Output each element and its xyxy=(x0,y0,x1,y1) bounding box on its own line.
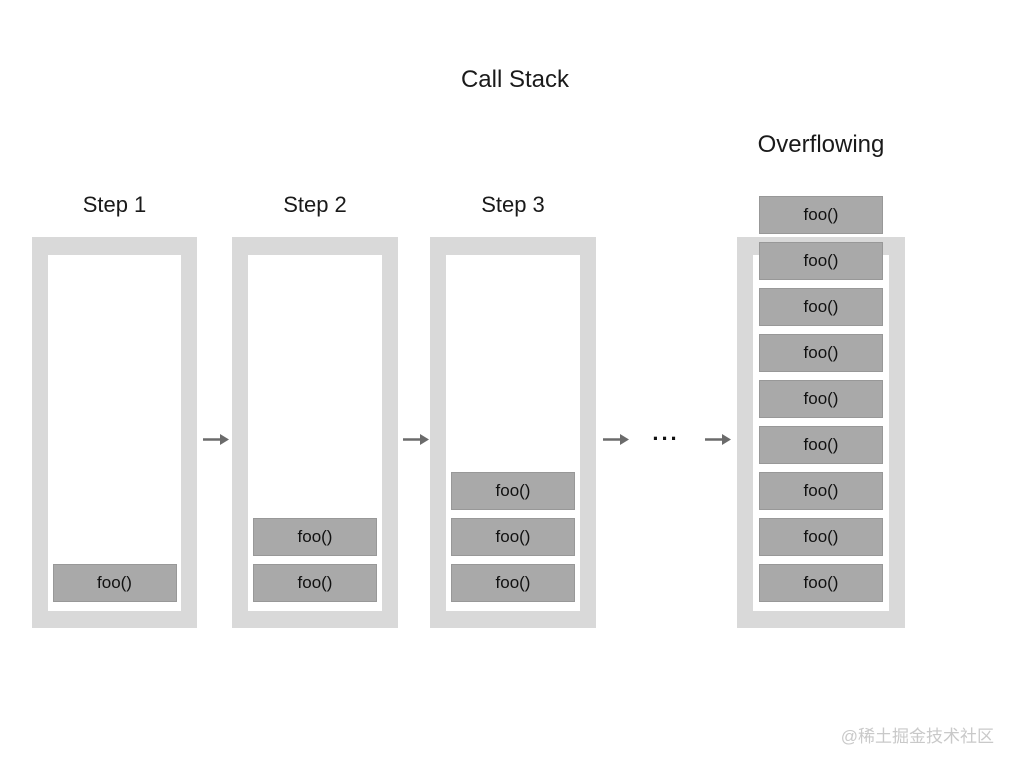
right-arrow-icon xyxy=(705,434,731,445)
stack-frame: foo() xyxy=(759,334,883,372)
stack-frame: foo() xyxy=(759,196,883,234)
step-2-label: Step 2 xyxy=(283,192,347,217)
overflowing-label: Overflowing xyxy=(757,131,885,158)
stack-step-3: foo() foo() foo() xyxy=(430,237,596,628)
stack-frames: foo() xyxy=(52,564,177,602)
stack-overflowing: foo() foo() foo() foo() foo() foo() foo() foo()… xyxy=(737,196,905,628)
stack-frame: foo() xyxy=(253,564,377,602)
ellipsis: ... xyxy=(652,420,680,445)
stack-step-2: foo() foo() xyxy=(232,237,398,628)
watermark: @稀土掘金技术社区 xyxy=(840,727,994,746)
stack-frames: foo() foo() xyxy=(253,518,377,602)
right-arrow-icon xyxy=(403,434,429,445)
stack-inner xyxy=(48,255,181,611)
stack-frame: foo() xyxy=(759,242,883,280)
stack-frames: foo() foo() foo() foo() foo() foo() foo() foo()… xyxy=(759,196,883,602)
right-arrow-icon xyxy=(603,434,629,445)
stack-frame: foo() xyxy=(451,564,575,602)
step-1-label: Step 1 xyxy=(82,192,147,217)
stack-frame: foo() xyxy=(451,472,575,510)
stack-frame: foo() xyxy=(451,518,575,556)
stack-frame: foo() xyxy=(759,564,883,602)
stack-frame: foo() xyxy=(253,518,377,556)
diagram-title: Call Stack xyxy=(460,66,570,93)
stack-frame: foo() xyxy=(759,288,883,326)
stack-frame: foo() xyxy=(759,472,883,510)
stack-frames: foo() foo() foo() xyxy=(451,472,575,602)
stack-frame: foo() xyxy=(759,426,883,464)
right-arrow-icon xyxy=(203,434,229,445)
step-3-label: Step 3 xyxy=(481,192,545,217)
stack-step-1: foo() xyxy=(32,237,197,628)
stack-frame: foo() xyxy=(759,518,883,556)
stack-frame: foo() xyxy=(52,564,177,602)
stack-frame: foo() xyxy=(759,380,883,418)
